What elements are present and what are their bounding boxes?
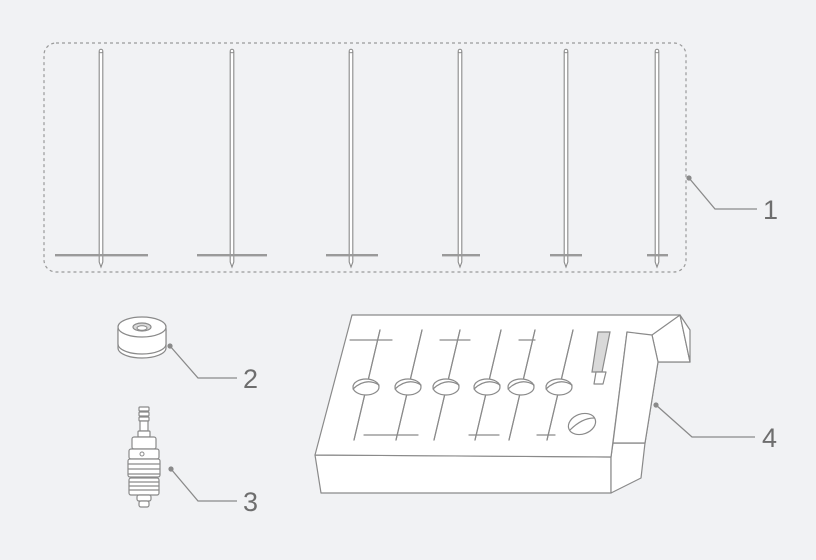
pin-set-icon [43, 42, 687, 273]
callout-2: 2 [167, 343, 258, 394]
leader-line-4 [655, 404, 755, 438]
tray-slot-4 [468, 329, 502, 441]
spacer-ring-icon [117, 316, 167, 359]
tray-slot-5 [507, 329, 536, 441]
callout-label-4: 4 [762, 423, 777, 453]
pin-set-group-outline [43, 42, 687, 273]
leader-line-3 [170, 468, 237, 502]
pin-5 [550, 48, 582, 269]
pin-2 [197, 48, 267, 269]
storage-tray-icon [314, 314, 691, 494]
callout-label-1: 1 [763, 195, 778, 225]
tray-slot-3 [432, 329, 471, 441]
pin-3 [326, 48, 378, 269]
tray-slot-1 [349, 329, 419, 441]
callout-label-2: 2 [243, 364, 258, 394]
leader-line-2 [169, 345, 237, 379]
callout-4: 4 [653, 402, 777, 453]
tray-slot-6 [536, 329, 574, 441]
callout-label-3: 3 [243, 487, 258, 517]
callout-3: 3 [168, 466, 258, 517]
pin-1 [55, 48, 148, 269]
pin-4 [442, 48, 480, 269]
tray-slot-2 [394, 329, 423, 441]
pin-6 [647, 48, 668, 269]
callout-1: 1 [686, 175, 778, 225]
leader-line-1 [688, 177, 757, 210]
valve-adapter-icon [127, 406, 161, 508]
